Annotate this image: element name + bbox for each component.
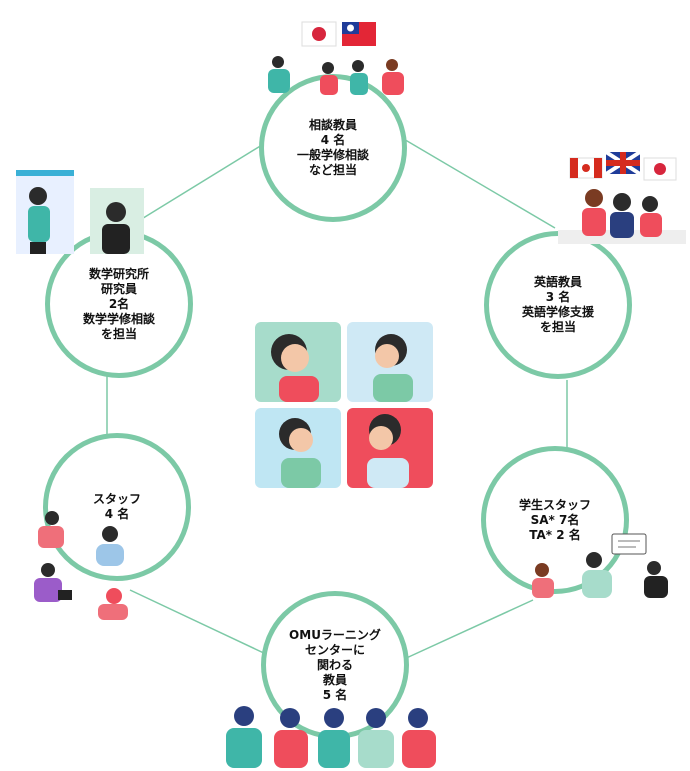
node-consult-line: など担当 <box>308 163 357 177</box>
node-students-line: 学生スタッフ <box>518 497 591 512</box>
node-math-line: 2名 <box>108 296 130 311</box>
japan-flag-icon <box>643 157 677 181</box>
node-student-staff: 学生スタッフ SA* 7名 TA* 2 名 <box>481 446 629 594</box>
people-group-icon <box>268 56 404 95</box>
node-math-line: 数学学修相談 <box>82 311 155 326</box>
lecturer-icon <box>16 170 74 254</box>
node-students-line: TA* 2 名 <box>529 527 581 542</box>
teachers-group-icon <box>226 706 436 768</box>
connector-consult-english <box>401 137 556 229</box>
canada-flag-icon <box>569 157 603 179</box>
connector-omu-staff <box>129 589 269 656</box>
node-english-line: を担当 <box>539 320 576 334</box>
node-omu-text: OMUラーニング センターに 関わる 教員 5 名 <box>289 628 381 703</box>
node-students-text: 学生スタッフ SA* 7名 TA* 2 名 <box>519 498 591 543</box>
node-english-line: 3 名 <box>545 290 571 304</box>
english-illustration <box>558 150 686 244</box>
japan-flag-icon <box>301 21 337 47</box>
node-english-line: 英語学修支援 <box>521 305 594 319</box>
node-omu-line: センターに <box>304 642 365 657</box>
node-omu-line: OMUラーニング <box>289 627 381 642</box>
office-staff-icon <box>34 511 128 620</box>
node-staff-text: スタッフ 4 名 <box>93 492 141 522</box>
node-staff-line: スタッフ <box>92 492 141 506</box>
math-illustration <box>16 170 144 254</box>
staff-illustration <box>34 511 128 620</box>
node-staff-line: 4 名 <box>104 507 130 521</box>
node-math-line: 数学研究所 <box>88 266 149 281</box>
node-consult-line: 4 名 <box>320 133 346 147</box>
conversation-collage-icon <box>255 322 433 488</box>
node-english-faculty: 英語教員 3 名 英語学修支援 を担当 <box>484 231 632 379</box>
connector-students-omu <box>401 599 534 661</box>
node-consult-line: 相談教員 <box>308 118 357 132</box>
node-math-text: 数学研究所 研究員 2名 数学学修相談 を担当 <box>83 267 155 342</box>
student-chat-icon <box>532 533 668 598</box>
node-math-line: を担当 <box>100 326 137 341</box>
people-group-icon <box>558 189 686 244</box>
node-students-line: SA* 7名 <box>530 512 580 527</box>
uk-flag-icon <box>604 150 642 176</box>
node-english-line: 英語教員 <box>533 275 582 289</box>
node-omu-line: 関わる <box>316 657 353 672</box>
node-omu-line: 5 名 <box>322 687 348 702</box>
taiwan-flag-icon <box>342 22 376 46</box>
node-math-line: 研究員 <box>100 281 137 296</box>
node-consult-faculty: 相談教員 4 名 一般学修相談 など担当 <box>259 74 407 222</box>
node-omu-line: 教員 <box>322 672 347 687</box>
center-collage <box>255 322 433 488</box>
node-consult-text: 相談教員 4 名 一般学修相談 など担当 <box>297 118 369 178</box>
omu-teachers-illustration <box>226 706 436 768</box>
top-illustration <box>268 21 404 95</box>
connector-math-consult <box>139 144 263 221</box>
node-english-text: 英語教員 3 名 英語学修支援 を担当 <box>522 275 594 335</box>
student-staff-illustration <box>532 533 668 598</box>
node-consult-line: 一般学修相談 <box>296 148 369 162</box>
student-icon <box>90 188 144 254</box>
